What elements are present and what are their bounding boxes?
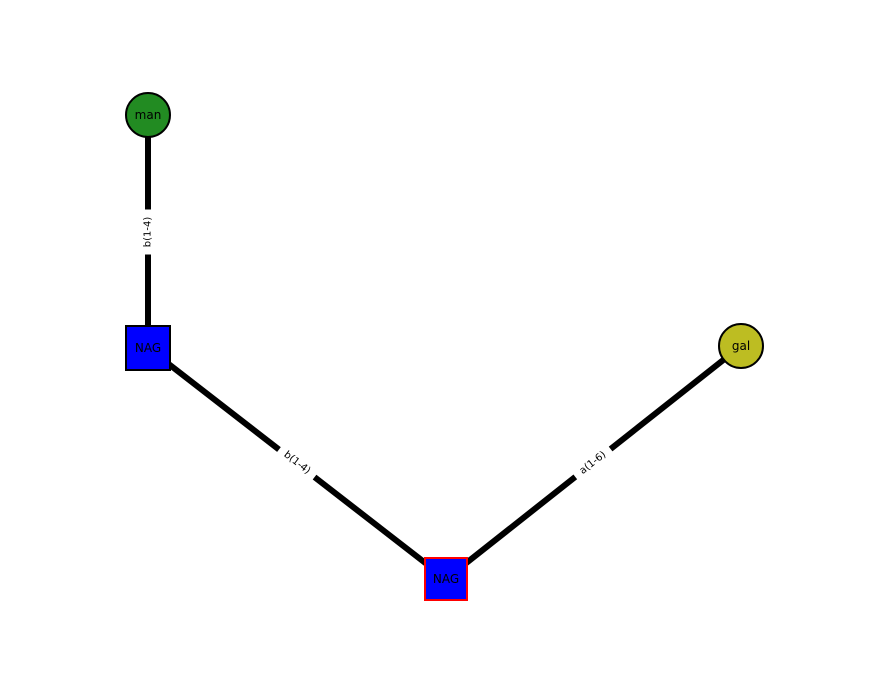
- edge-label-nag1-nag2: b(1-4): [275, 444, 319, 482]
- node-gal-circle: [718, 323, 764, 369]
- node-gal-label: gal: [732, 339, 750, 353]
- node-nag1-square: [125, 325, 171, 371]
- node-man-label: man: [135, 108, 162, 122]
- node-nag2-square: [424, 557, 468, 601]
- edge-label-text: b(1-4): [143, 217, 154, 248]
- edge-label-bg: [571, 444, 615, 482]
- edge-label-man-nag1: b(1-4): [139, 209, 157, 255]
- edge-label-bg: [275, 444, 319, 482]
- node-man-circle: [125, 92, 171, 138]
- node-nag2-label: NAG: [433, 572, 459, 586]
- edge-label-bg: [139, 209, 157, 255]
- node-nag1-label: NAG: [135, 341, 161, 355]
- edge-label-nag2-gal: a(1-6): [571, 444, 615, 482]
